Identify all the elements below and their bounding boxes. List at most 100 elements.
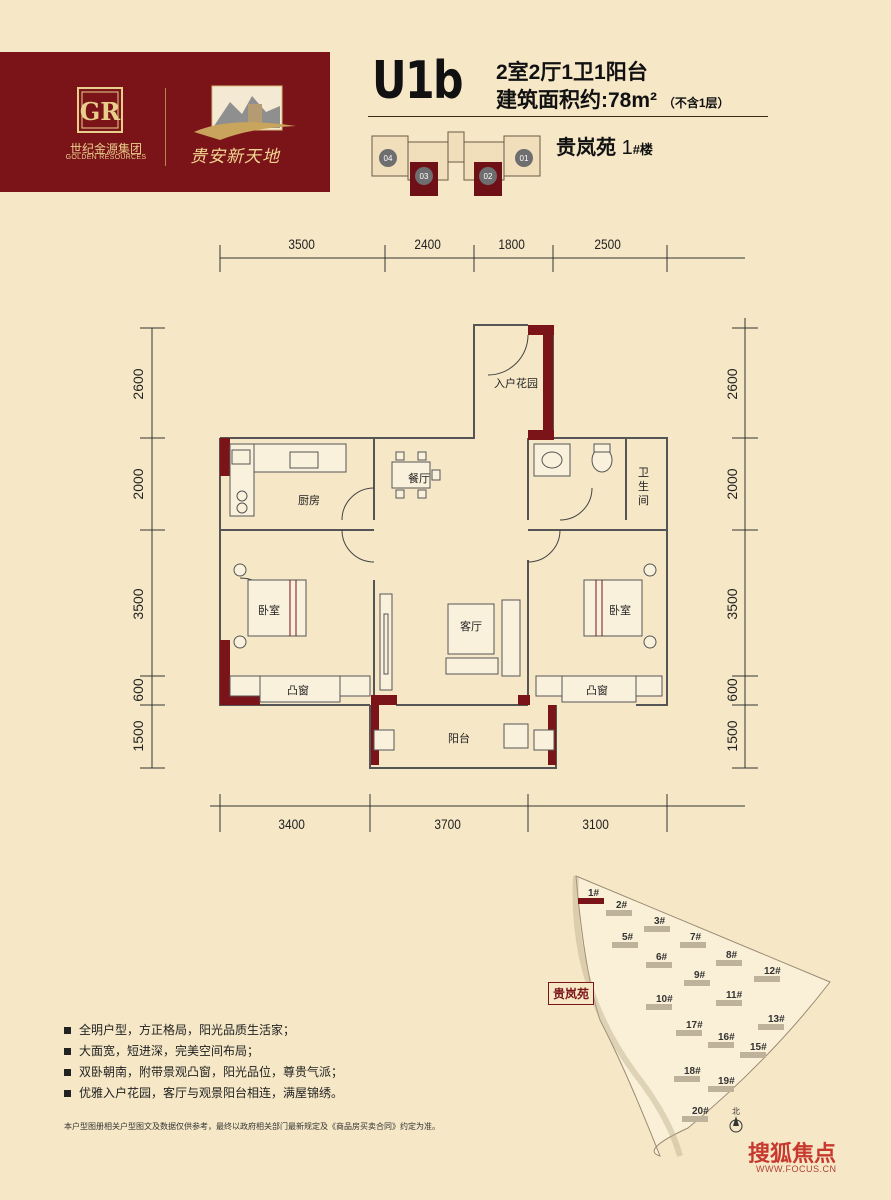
unit-layout: 2室2厅1卫1阳台 (496, 61, 648, 84)
disclaimer: 本户型图册相关户型图文及数据仅供参考，最终以政府相关部门最新规定及《商品房买卖合… (64, 1122, 440, 1131)
site-building-label: 5# (622, 932, 634, 943)
site-building-block (676, 1030, 702, 1036)
room-balcony: 阳台 (448, 733, 470, 745)
key-plan-unit: 01 (520, 154, 529, 163)
building-name: 贵岚苑 1#楼 (556, 131, 653, 160)
dim-top-3: 1800 (498, 236, 525, 252)
dim-right-5: 1500 (724, 720, 740, 752)
site-building-label: 16# (718, 1032, 735, 1043)
room-living: 客厅 (460, 621, 482, 633)
area-note: （不含1层） (662, 96, 730, 110)
unit-area: 建筑面积约:78m² （不含1层） (496, 84, 730, 114)
feature-text: 全明户型，方正格局，阳光品质生活家； (79, 1023, 296, 1037)
feature-text: 大面宽，短进深，完美空间布局； (79, 1044, 260, 1058)
svg-text:北: 北 (732, 1107, 740, 1116)
watermark-logo: 搜狐焦点 (748, 1141, 837, 1166)
site-building-label: 8# (726, 950, 738, 961)
site-building-label: 13# (768, 1014, 785, 1025)
site-building-block (716, 1000, 742, 1006)
watermark-url: WWW.FOCUS.CN (756, 1164, 837, 1174)
site-building-block (684, 980, 710, 986)
golden-resources-logo-icon: GR (77, 87, 123, 133)
site-building-label: 18# (684, 1066, 701, 1077)
area-label: 建筑面积约:78m² (496, 89, 658, 112)
site-building-block (682, 1116, 708, 1122)
dim-left-3: 3500 (130, 588, 146, 620)
project-name: 贵安新天地 (190, 147, 280, 167)
dim-left-5: 1500 (130, 720, 146, 752)
site-building-label: 17# (686, 1020, 703, 1031)
site-building-label: 9# (694, 970, 706, 981)
feature-text: 双卧朝南，附带景观凸窗，阳光品位，尊贵气派； (79, 1065, 344, 1079)
site-building-block (708, 1086, 734, 1092)
dim-left-4: 600 (130, 678, 146, 702)
bullet-icon (64, 1027, 71, 1034)
dim-right-1: 2600 (724, 368, 740, 400)
site-map-label: 贵岚苑 (548, 982, 595, 1005)
dim-right-2: 2000 (724, 468, 740, 500)
bullet-icon (64, 1048, 71, 1055)
site-building-block (716, 960, 742, 966)
site-building-label: 3# (654, 916, 666, 927)
dim-left-1: 2600 (130, 368, 146, 400)
key-plan-unit: 02 (484, 172, 493, 181)
feature-text: 优雅入户花园，客厅与观景阳台相连，满屋锦绣。 (79, 1086, 344, 1100)
logo-letters: GR (80, 97, 121, 126)
site-building-label: 11# (726, 990, 743, 1001)
north-arrow-icon: 北 (729, 1107, 743, 1133)
site-building-block (578, 898, 604, 904)
key-plan-unit: 03 (420, 172, 429, 181)
site-building-block (754, 976, 780, 982)
dim-bottom-3: 3100 (582, 816, 609, 832)
feature-list: 全明户型，方正格局，阳光品质生活家； 大面宽，短进深，完美空间布局； 双卧朝南，… (64, 1020, 343, 1104)
dim-top-4: 2500 (594, 236, 621, 252)
site-building-label: 12# (764, 966, 781, 977)
building-name-text: 贵岚苑 (556, 137, 616, 159)
room-bay-right: 凸窗 (586, 685, 608, 697)
key-plan-unit: 04 (384, 154, 393, 163)
site-building-label: 19# (718, 1076, 735, 1087)
bullet-icon (64, 1090, 71, 1097)
site-building-label: 20# (692, 1106, 709, 1117)
site-building-block (606, 910, 632, 916)
building-number: 1 (621, 137, 633, 159)
site-building-block (644, 926, 670, 932)
site-building-label: 15# (750, 1042, 767, 1053)
building-suffix: #楼 (632, 142, 653, 157)
dim-top-2: 2400 (414, 236, 441, 252)
feature-item: 全明户型，方正格局，阳光品质生活家； (64, 1020, 343, 1041)
site-map: 1# 2# 3# 5# 7# 6# 8# 9# 12# 10# 11# 13# 17# 16# 15# 18#… (572, 875, 831, 1157)
room-entry-garden: 入户花园 (494, 378, 538, 390)
site-building-block (708, 1042, 734, 1048)
site-building-block (646, 962, 672, 968)
unit-code: U1b (372, 51, 464, 111)
dim-left-2: 2000 (130, 468, 146, 500)
site-building-label: 10# (656, 994, 673, 1005)
site-building-block (674, 1076, 700, 1082)
group-name-cn: 世纪金源集团 (69, 142, 142, 156)
site-building-block (646, 1004, 672, 1010)
dim-right-4: 600 (724, 678, 740, 702)
site-building-label: 6# (656, 952, 668, 963)
dim-top-1: 3500 (288, 236, 315, 252)
site-building-block (740, 1052, 766, 1058)
dim-right-3: 3500 (724, 588, 740, 620)
site-building-block (758, 1024, 784, 1030)
room-bedroom-right: 卧室 (609, 605, 631, 617)
room-bedroom-left: 卧室 (258, 605, 280, 617)
site-building-block (612, 942, 638, 948)
room-kitchen: 厨房 (298, 495, 320, 507)
room-dining: 餐厅 (408, 473, 430, 485)
site-building-label: 7# (690, 932, 702, 943)
site-building-label: 1# (588, 888, 600, 899)
site-building-label: 2# (616, 900, 628, 911)
group-name-en: GOLDEN RESOURCES (65, 154, 147, 161)
header-divider (368, 116, 768, 117)
banner-divider (165, 88, 166, 166)
feature-item: 大面宽，短进深，完美空间布局； (64, 1041, 343, 1062)
feature-item: 优雅入户花园，客厅与观景阳台相连，满屋锦绣。 (64, 1083, 343, 1104)
bullet-icon (64, 1069, 71, 1076)
site-building-block (680, 942, 706, 948)
key-plan-icon: 04 03 02 01 (371, 131, 541, 196)
